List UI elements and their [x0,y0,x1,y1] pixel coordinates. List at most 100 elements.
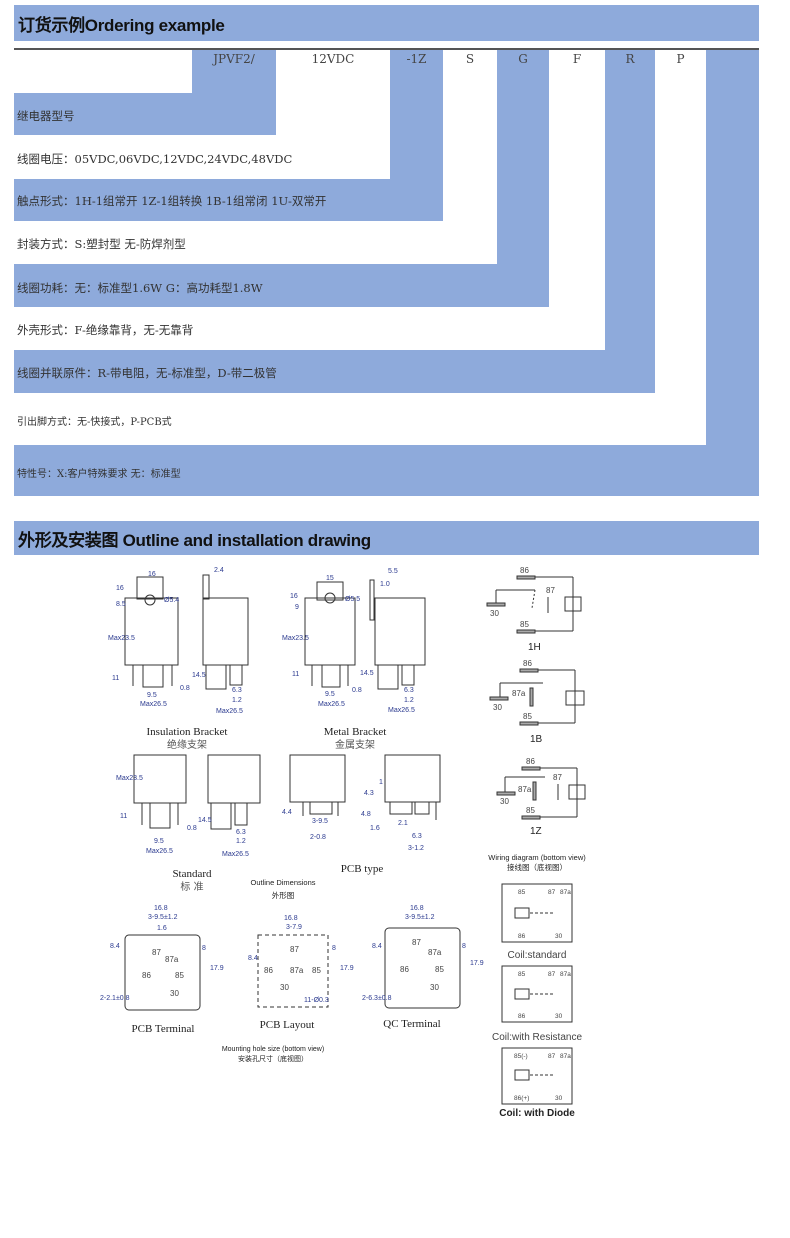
pin-label: 85 [518,889,526,896]
dim-label: 8.5 [116,601,126,608]
coil-standard-caption: Coil:standard [508,950,567,961]
dim-label: 16 [116,585,124,592]
dim-label: 5.5 [388,568,398,575]
wiring-1h-label: 1H [528,642,541,653]
row-bg [14,179,443,221]
metal-bracket-side [369,579,426,690]
dim-label: Ø5.5 [345,596,360,603]
pin-label: 85 [520,620,529,629]
dim-label: 2-6.3±0.8 [362,995,392,1002]
wiring-1z-label: 1Z [530,826,542,837]
dim-label: 8.4 [372,943,382,950]
dim-label: 16.8 [284,915,298,922]
pin-label: 87a [512,689,526,698]
dim-label: 0.8 [180,685,190,692]
pin-label: 87a [165,955,179,964]
dim-label: Ø5.4 [164,597,179,604]
metal-caption: Metal Bracket [324,726,387,738]
wiring-1b [489,668,585,726]
dim-label: 16.8 [154,905,168,912]
row-terminal: 引出脚方式：无-快接式，P-PCB式 [17,417,172,428]
pin-label: 86 [142,971,151,980]
insulation-bracket-side [202,574,249,690]
pcb-terminal-view [124,934,201,1011]
pin-label: 87 [546,586,555,595]
pin-label: 85 [175,971,184,980]
insulation-caption: Insulation Bracket [147,726,228,738]
dim-label: 2.4 [214,567,224,574]
metal-bracket-front [304,581,356,688]
qc-terminal-view [384,927,461,1009]
dim-label: 3-9.5±1.2 [405,914,435,921]
dim-label: Max23.5 [282,635,309,642]
coil-resistance-box [501,965,573,1023]
dim-label: Max26.5 [222,851,249,858]
pin-label: 85 [526,806,535,815]
dim-label: 14.5 [360,670,374,677]
mounting-caption-zh: 安装孔尺寸（底视图） [238,1054,308,1063]
pin-label: 30 [430,983,439,992]
row-bg [14,264,549,307]
coil-diode-box [501,1047,573,1105]
dim-label: Max26.5 [318,701,345,708]
dim-label: 16.8 [410,905,424,912]
code-contact: -1Z [406,52,427,66]
dim-label: 4.4 [282,809,292,816]
code-parallel: R [625,52,635,66]
dim-label: 16 [148,571,156,578]
pin-label: 30 [555,1013,563,1020]
standard-caption-zh: 标 准 [180,881,203,893]
qc-terminal-caption: QC Terminal [383,1018,440,1030]
dim-label: 14.5 [198,817,212,824]
insulation-caption-zh: 绝缘支架 [167,738,207,751]
wiring-caption: Wiring diagram (bottom view) [488,853,586,862]
row-bg [14,350,655,393]
row-bg [14,93,276,135]
pin-label: 86 [518,1013,526,1020]
dim-label: 11 [120,813,127,820]
pin-label: 87 [548,889,556,896]
dim-label: 1.2 [232,697,242,704]
dim-label: 4.8 [361,811,371,818]
mounting-caption: Mounting hole size (bottom view) [222,1046,324,1053]
column-feature [706,50,759,496]
dim-label: 9.5 [154,838,164,845]
dim-label: 8.4 [110,943,120,950]
pcb-type-front [289,754,346,816]
dim-label: Max26.5 [146,848,173,855]
pin-label: 85(-) [514,1053,528,1060]
dim-label: 6.3 [232,687,242,694]
pcb-terminal-caption: PCB Terminal [132,1023,195,1035]
pin-label: 85 [523,712,532,721]
dim-label: 4.3 [364,790,374,797]
code-voltage: 12VDC [311,52,355,66]
row-shell: 外壳形式：F-绝缘靠背，无-无靠背 [17,323,194,337]
outline-dims-caption-zh: 外形图 [272,890,295,900]
pin-label: 87 [290,945,299,954]
dim-label: 1.6 [157,925,167,932]
pin-label: 30 [170,989,179,998]
standard-front [133,754,187,829]
pin-label: 30 [493,703,502,712]
wiring-caption-zh: 接线图（底视图） [507,862,567,872]
pin-label: 87a [290,966,304,975]
dim-label: 17.9 [340,965,354,972]
row-package: 封装方式：S:塑封型 无-防焊剂型 [17,237,186,251]
dim-label: 8.4 [248,955,258,962]
row-feature: 特性号：X:客户特殊要求 无：标准型 [17,469,181,480]
wiring-1z [496,766,586,820]
wiring-1h [486,575,582,634]
dim-label: 6.3 [404,687,414,694]
pin-label: 86 [264,966,273,975]
dim-label: 6.3 [412,833,422,840]
standard-side [207,754,261,830]
pin-label: 87 [412,938,421,947]
dim-label: 9 [295,604,299,611]
dim-label: 11 [292,671,299,678]
dim-label: 11 [112,675,119,682]
pin-label: 87a [560,1053,571,1060]
pin-label: 86 [520,566,529,575]
row-model: 继电器型号 [17,109,75,123]
dim-label: 8 [332,945,336,952]
dim-label: 8 [462,943,466,950]
